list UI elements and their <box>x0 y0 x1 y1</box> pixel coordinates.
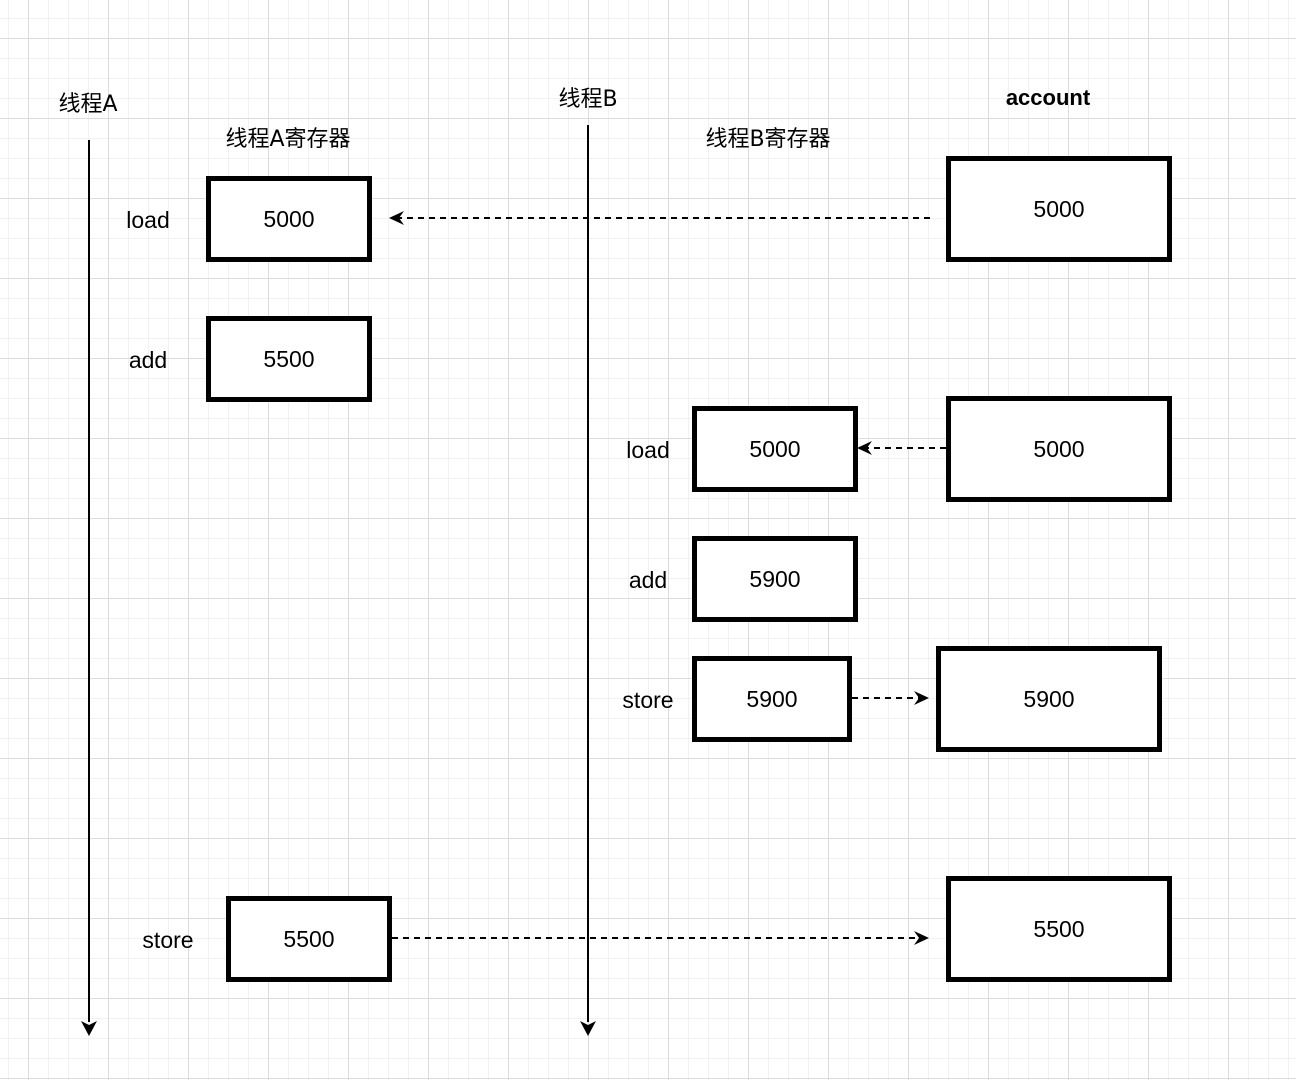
thread-a-register-add-value: 5500 <box>263 345 315 372</box>
thread-b-register-add-value: 5900 <box>749 565 801 592</box>
thread-b-register-store-value: 5900 <box>746 685 798 712</box>
thread-a-register-store-value: 5500 <box>283 925 335 952</box>
thread-b-title: 线程B <box>558 87 618 112</box>
thread-a-register-store: 5500 <box>226 896 392 982</box>
thread-a-store-label: store <box>142 927 194 953</box>
thread-b-register-title: 线程B寄存器 <box>705 127 831 152</box>
thread-b-register-load-value: 5000 <box>749 435 801 462</box>
thread-a-register-title: 线程A寄存器 <box>225 127 351 152</box>
thread-a-timeline-arrowhead <box>81 1021 97 1036</box>
account-box-initial: 5000 <box>946 156 1172 262</box>
thread-a-add-label: add <box>128 347 168 373</box>
account-box-a-store: 5500 <box>946 876 1172 982</box>
thread-b-register-store: 5900 <box>692 656 852 742</box>
thread-b-register-load: 5000 <box>692 406 858 492</box>
thread-b-timeline-arrowhead <box>580 1021 596 1036</box>
thread-a-register-load: 5000 <box>206 176 372 262</box>
account-value-a-store: 5500 <box>1033 915 1085 942</box>
thread-a-load-label: load <box>126 207 170 233</box>
arrow-a-register-store-to-account-head <box>914 931 929 945</box>
thread-a-register-add: 5500 <box>206 316 372 402</box>
thread-b-load-label: load <box>626 437 670 463</box>
account-value-b-store: 5900 <box>1023 685 1075 712</box>
thread-b-store-label: store <box>622 687 674 713</box>
thread-b-register-add: 5900 <box>692 536 858 622</box>
arrow-b-register-store-to-account-head <box>914 691 929 705</box>
account-value-b-load: 5000 <box>1033 435 1085 462</box>
account-box-b-store: 5900 <box>936 646 1162 752</box>
account-title: account <box>1005 85 1091 110</box>
thread-b-add-label: add <box>628 567 668 593</box>
account-value-initial: 5000 <box>1033 195 1085 222</box>
thread-a-title: 线程A <box>58 92 118 117</box>
arrow-account-to-a-register-load-head <box>389 211 404 225</box>
thread-a-register-load-value: 5000 <box>263 205 315 232</box>
account-box-b-load: 5000 <box>946 396 1172 502</box>
arrow-account-to-b-register-load-head <box>857 441 872 455</box>
